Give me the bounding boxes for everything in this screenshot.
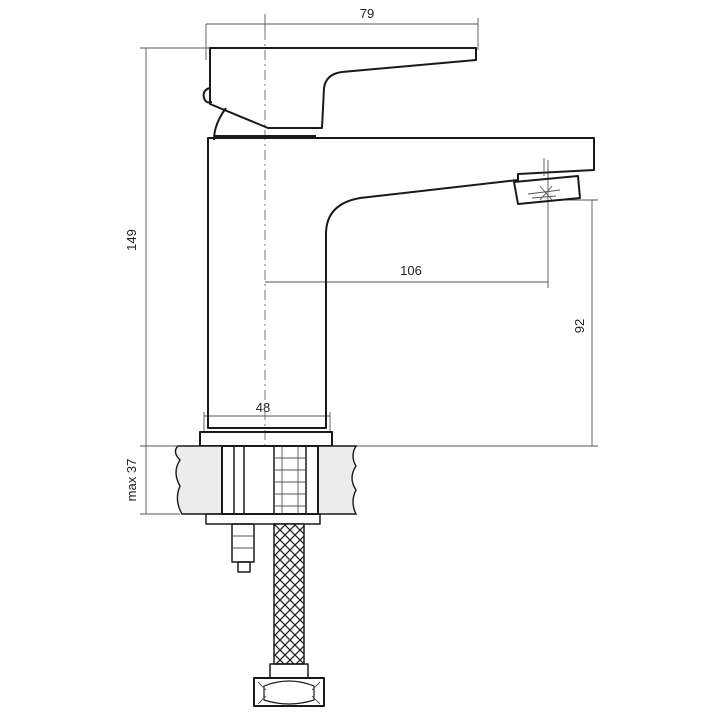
mounting-plate (205, 513, 321, 525)
dimension-deck-thickness: max 37 (124, 445, 180, 515)
dimension-spout-reach: 106 (265, 160, 549, 288)
faucet-body (207, 135, 595, 429)
countertop-section (174, 445, 358, 515)
dimension-149-label: 149 (124, 229, 139, 251)
lever-handle (202, 47, 477, 141)
dimension-total-height: 149 (124, 47, 210, 447)
dimension-base-width: 48 (203, 400, 331, 432)
dimension-top-width: 79 (205, 6, 479, 60)
dimension-spout-height: 92 (330, 199, 598, 447)
base-flange (199, 431, 333, 447)
dimension-106-label: 106 (400, 263, 422, 278)
dimension-48-label: 48 (256, 400, 270, 415)
braided-hose (273, 523, 305, 665)
dimension-92-label: 92 (572, 319, 587, 333)
dimension-79-label: 79 (360, 6, 374, 21)
aerator (513, 175, 581, 205)
hose-end-nut (253, 663, 325, 707)
dimension-max37-label: max 37 (124, 459, 139, 502)
